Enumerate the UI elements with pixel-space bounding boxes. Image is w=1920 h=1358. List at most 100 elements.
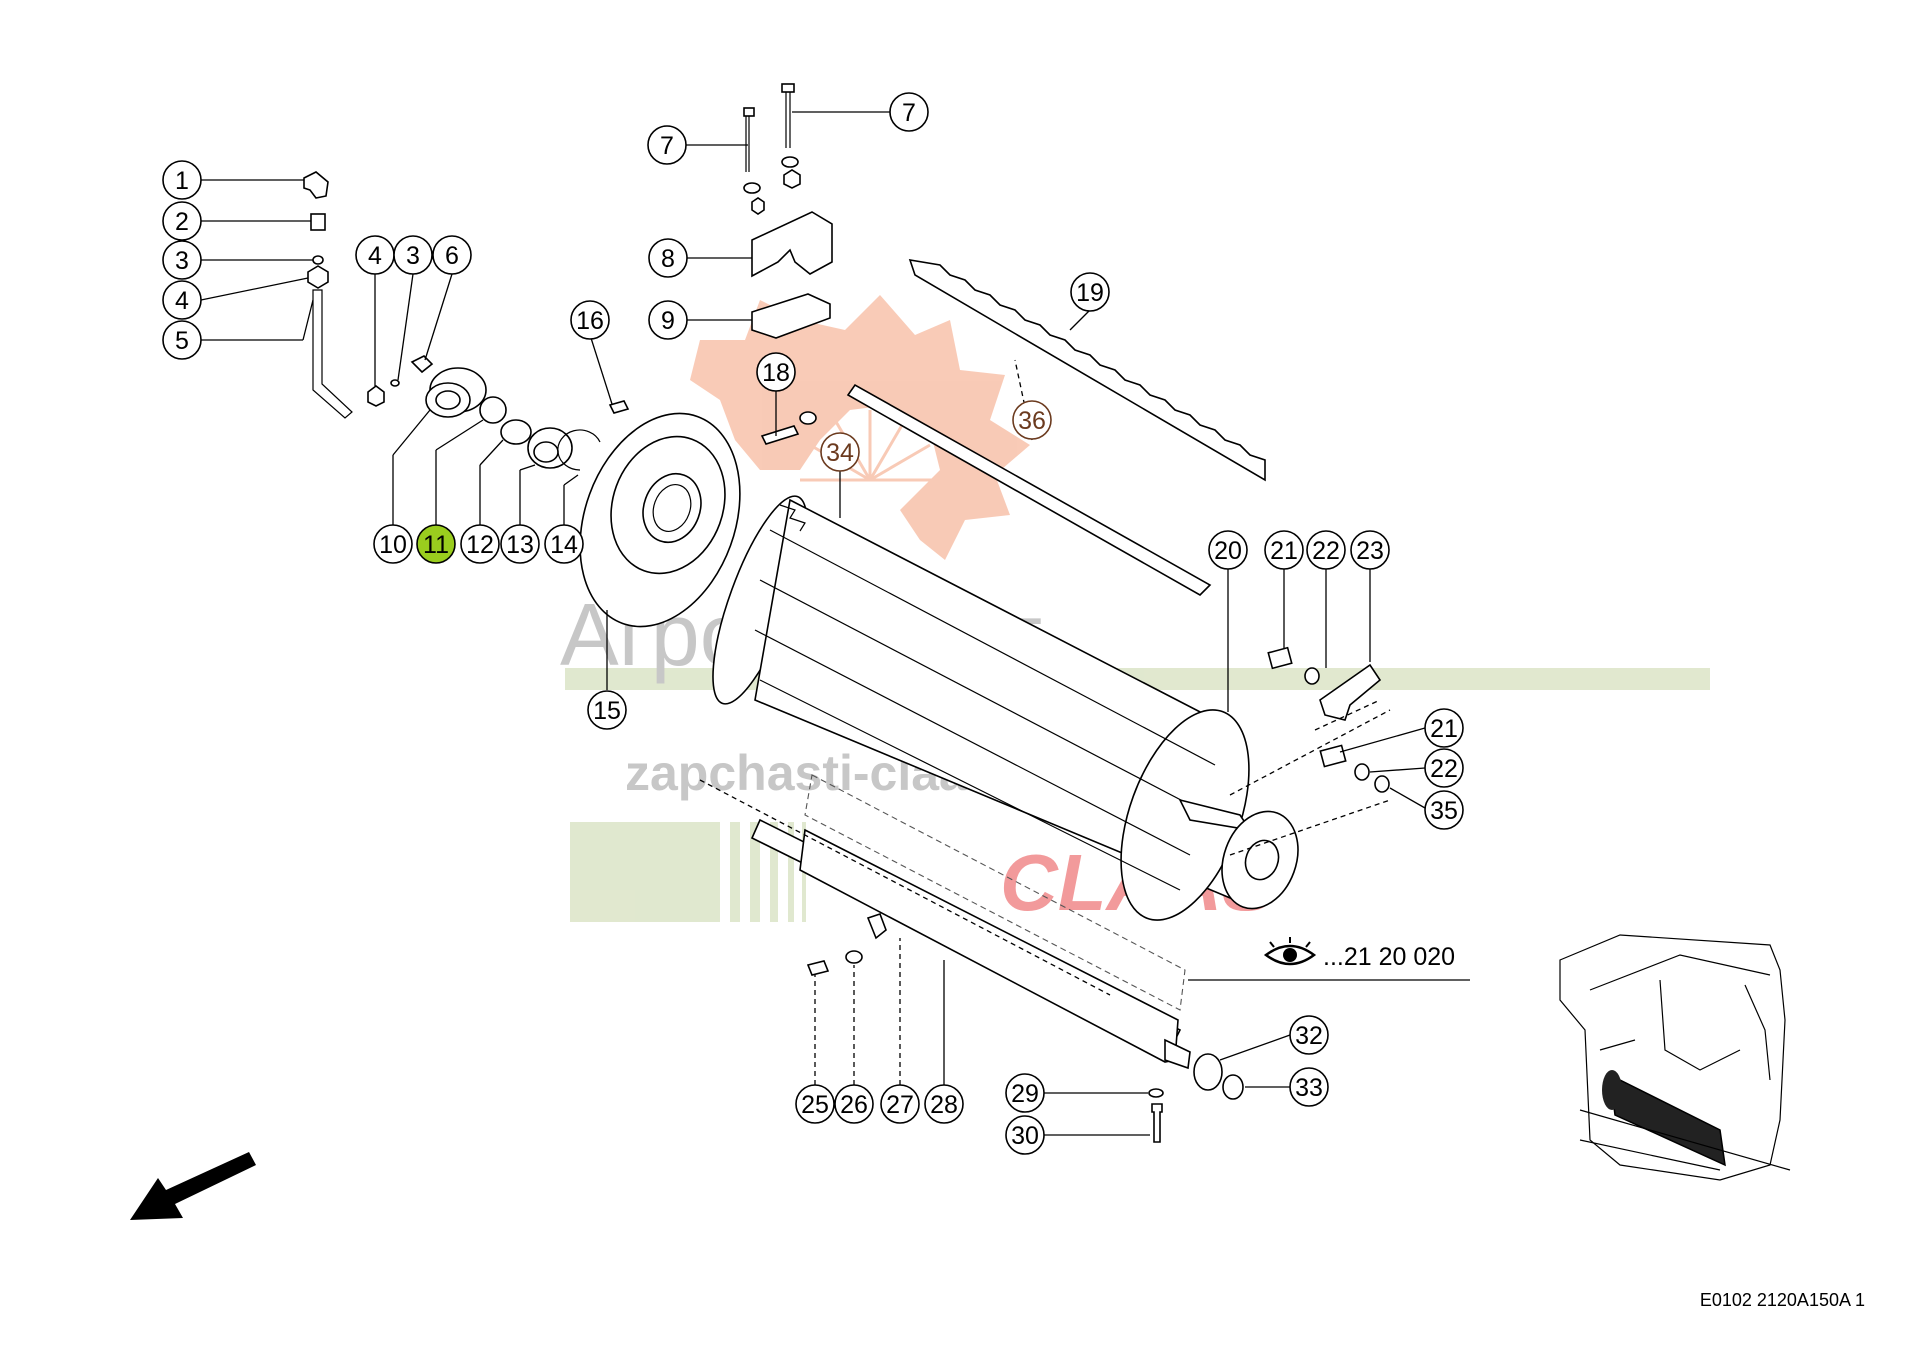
callout-circle (373, 524, 413, 564)
callout-1[interactable]: 1 (162, 160, 202, 200)
callout-33[interactable]: 33 (1289, 1067, 1329, 1107)
callout-25[interactable]: 25 (795, 1084, 835, 1124)
watermark-gear-icon (690, 295, 1030, 560)
callout-22[interactable]: 22 (1306, 530, 1346, 570)
callout-9[interactable]: 9 (648, 300, 688, 340)
callout-21[interactable]: 21 (1424, 708, 1464, 748)
callout-36[interactable]: 36 (1012, 400, 1052, 440)
callout-19[interactable]: 19 (1070, 272, 1110, 312)
callout-circle (1289, 1015, 1329, 1055)
callout-circle (1005, 1115, 1045, 1155)
callout-2[interactable]: 2 (162, 201, 202, 241)
callout-circle (416, 524, 456, 564)
small-ring-icon (312, 255, 324, 265)
reference-note[interactable]: ...21 20 020 (1263, 937, 1455, 971)
bolt-icon (806, 960, 830, 976)
callout-number: 16 (576, 307, 604, 335)
callout-30[interactable]: 30 (1005, 1115, 1045, 1155)
callout-number: 7 (660, 132, 674, 160)
drum-hub-icon (1178, 798, 1299, 910)
callout-number: 10 (379, 531, 407, 559)
nut-icon (307, 265, 329, 289)
callout-number: 29 (1011, 1080, 1039, 1108)
callout-5[interactable]: 5 (162, 320, 202, 360)
callout-circle (880, 1084, 920, 1124)
bracket-icon (751, 293, 831, 339)
small-ring-icon (390, 379, 400, 387)
snap-ring-icon (557, 429, 601, 471)
footer-code: E0102 2120A150A 1 (1700, 1290, 1865, 1310)
callout-3[interactable]: 3 (162, 240, 202, 280)
fitting-icon (410, 355, 434, 374)
callout-number: 12 (466, 531, 494, 559)
callout-29[interactable]: 29 (1005, 1073, 1045, 1113)
callout-number: 26 (840, 1091, 868, 1119)
callout-3[interactable]: 3 (393, 235, 433, 275)
callout-20[interactable]: 20 (1208, 530, 1248, 570)
callout-34[interactable]: 34 (820, 432, 860, 472)
nut-icon (367, 385, 385, 407)
callout-13[interactable]: 13 (500, 524, 540, 564)
callout-28[interactable]: 28 (924, 1084, 964, 1124)
callout-circle (1264, 530, 1304, 570)
callout-35[interactable]: 35 (1424, 790, 1464, 830)
bolt-icon (608, 400, 630, 414)
callout-number: 3 (406, 242, 420, 270)
callout-16[interactable]: 16 (570, 300, 610, 340)
callout-number: 6 (445, 242, 459, 270)
bolt-icon (760, 425, 800, 445)
callout-circle (162, 320, 202, 360)
callout-8[interactable]: 8 (648, 238, 688, 278)
callout-4[interactable]: 4 (355, 235, 395, 275)
washer-icon (1354, 763, 1370, 781)
callout-15[interactable]: 15 (587, 690, 627, 730)
callout-number: 34 (826, 439, 854, 467)
callout-7[interactable]: 7 (647, 125, 687, 165)
watermark-green-block (570, 822, 720, 922)
callout-18[interactable]: 18 (756, 352, 796, 392)
callout-number: 28 (930, 1091, 958, 1119)
bearing-housing-icon (425, 367, 487, 418)
reference-text: ...21 20 020 (1323, 943, 1455, 971)
callout-number: 8 (661, 245, 675, 273)
callout-11[interactable]: 11 (416, 524, 456, 564)
callout-21[interactable]: 21 (1264, 530, 1304, 570)
bolt-icon (1319, 744, 1347, 768)
callout-number: 14 (550, 531, 578, 559)
callout-10[interactable]: 10 (373, 524, 413, 564)
leader-lines (200, 111, 1470, 1136)
callout-14[interactable]: 14 (544, 524, 584, 564)
callout-12[interactable]: 12 (460, 524, 500, 564)
washer-icon (1374, 775, 1390, 793)
ring-icon (500, 419, 532, 445)
clip-icon (866, 912, 887, 940)
callout-26[interactable]: 26 (834, 1084, 874, 1124)
callout-number: 9 (661, 307, 675, 335)
callout-32[interactable]: 32 (1289, 1015, 1329, 1055)
callout-circle (820, 432, 860, 472)
callout-27[interactable]: 27 (880, 1084, 920, 1124)
callout-circle (1424, 708, 1464, 748)
callout-number: 18 (762, 359, 790, 387)
callout-22[interactable]: 22 (1424, 748, 1464, 788)
callout-4[interactable]: 4 (162, 280, 202, 320)
callout-6[interactable]: 6 (432, 235, 472, 275)
callout-circle (889, 92, 929, 132)
callout-number: 4 (175, 287, 189, 315)
callout-circle (834, 1084, 874, 1124)
elbow-fitting-icon (303, 171, 329, 199)
callout-7[interactable]: 7 (889, 92, 929, 132)
axis-line (1314, 699, 1381, 731)
bolt-icon (1151, 1103, 1163, 1143)
callout-circle (1424, 748, 1464, 788)
callout-circle (924, 1084, 964, 1124)
callout-23[interactable]: 23 (1350, 530, 1390, 570)
parts-drawing (303, 83, 1391, 1143)
callout-circle (162, 201, 202, 241)
bolt-icon (1267, 646, 1293, 670)
washer-icon (1148, 1088, 1164, 1098)
callout-circle (1289, 1067, 1329, 1107)
callout-number: 33 (1295, 1074, 1323, 1102)
callout-circle (393, 235, 433, 275)
eye-icon (1263, 937, 1317, 966)
